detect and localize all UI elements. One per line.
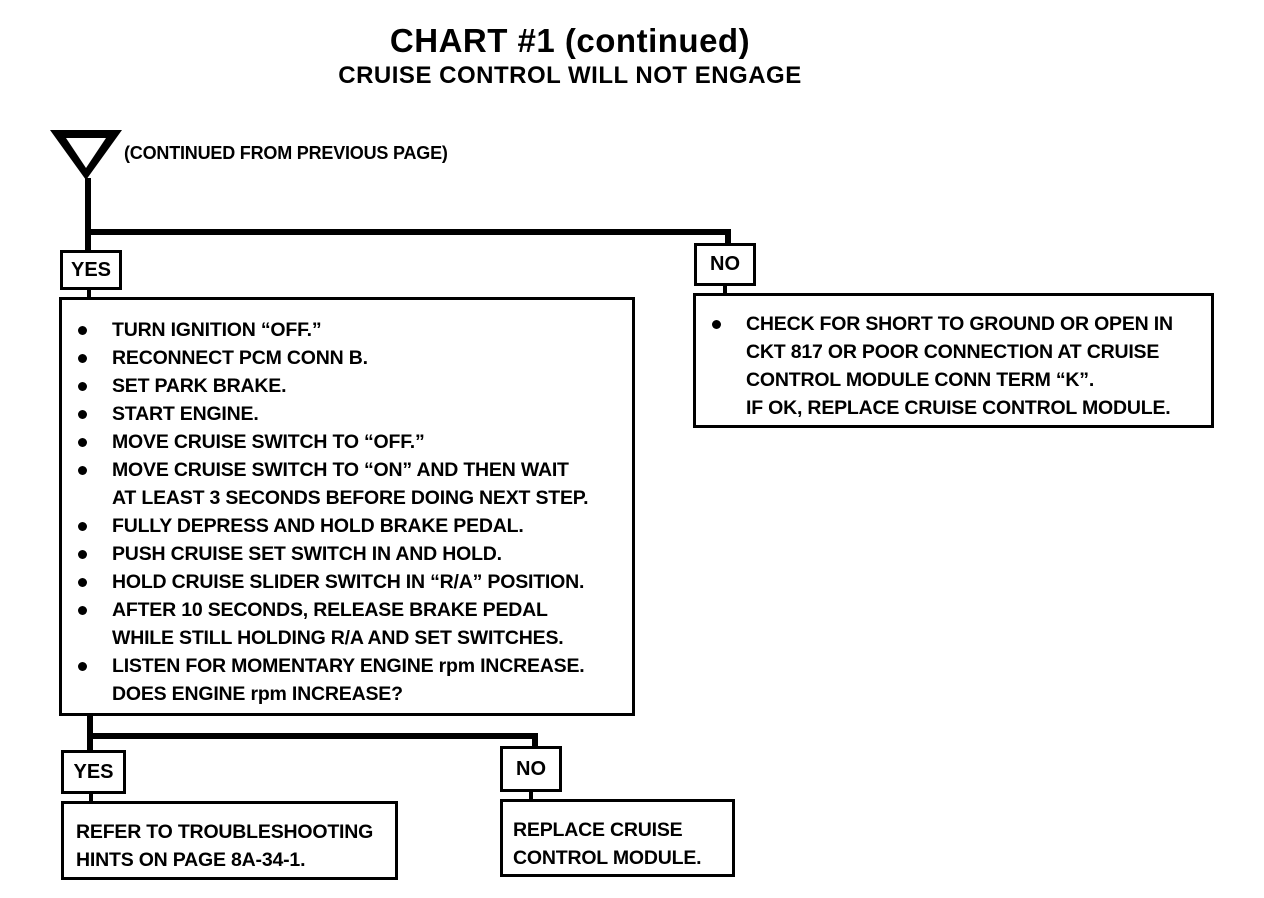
step-line: DOES ENGINE rpm INCREASE?	[112, 683, 403, 705]
no-result-line: CONTROL MODULE.	[513, 847, 702, 869]
step-line: WHILE STILL HOLDING R/A AND SET SWITCHES…	[112, 627, 564, 649]
yes-label-2: YES	[61, 750, 126, 794]
list-item: CHECK FOR SHORT TO GROUND OR OPEN IN CKT…	[702, 310, 1205, 422]
step-line: START ENGINE.	[112, 403, 259, 425]
connector-letter: A	[78, 137, 93, 159]
step-item: AFTER 10 SECONDS, RELEASE BRAKE PEDAL WHI…	[68, 596, 626, 652]
step-item: LISTEN FOR MOMENTARY ENGINE rpm INCREASE…	[68, 652, 626, 708]
no-result-line: REPLACE CRUISE	[513, 819, 683, 841]
step-item: HOLD CRUISE SLIDER SWITCH IN “R/A” POSIT…	[68, 568, 626, 596]
step-item: MOVE CRUISE SWITCH TO “OFF.”	[68, 428, 626, 456]
step-line: FULLY DEPRESS AND HOLD BRAKE PEDAL.	[112, 515, 524, 537]
step-line: MOVE CRUISE SWITCH TO “OFF.”	[112, 431, 425, 453]
step-line: MOVE CRUISE SWITCH TO “ON” AND THEN WAIT	[112, 459, 569, 481]
yes-result-box: REFER TO TROUBLESHOOTING HINTS ON PAGE 8…	[61, 801, 398, 880]
no-result-box: REPLACE CRUISE CONTROL MODULE.	[500, 799, 735, 877]
step-line: AFTER 10 SECONDS, RELEASE BRAKE PEDAL	[112, 599, 548, 621]
step-line: HOLD CRUISE SLIDER SWITCH IN “R/A” POSIT…	[112, 571, 585, 593]
no-label-1: NO	[694, 243, 756, 286]
step-item: TURN IGNITION “OFF.”	[68, 316, 626, 344]
yes-result-line: REFER TO TROUBLESHOOTING	[76, 821, 374, 843]
continued-note: (CONTINUED FROM PREVIOUS PAGE)	[124, 143, 448, 163]
step-item: PUSH CRUISE SET SWITCH IN AND HOLD.	[68, 540, 626, 568]
yes-result-line: HINTS ON PAGE 8A-34-1.	[76, 849, 306, 871]
no-action-line: CKT 817 OR POOR CONNECTION AT CRUISE	[746, 341, 1160, 363]
step-line: TURN IGNITION “OFF.”	[112, 319, 322, 341]
yes-label-1: YES	[60, 250, 122, 290]
chart-subtitle: CRUISE CONTROL WILL NOT ENGAGE	[338, 62, 802, 89]
chart-title: CHART #1 (continued)	[389, 22, 751, 59]
no-action-line: CHECK FOR SHORT TO GROUND OR OPEN IN	[746, 313, 1173, 335]
no-action-box: CHECK FOR SHORT TO GROUND OR OPEN IN CKT…	[693, 293, 1214, 428]
no-action-line: CONTROL MODULE CONN TERM “K”.	[746, 369, 1095, 391]
step-item: FULLY DEPRESS AND HOLD BRAKE PEDAL.	[68, 512, 626, 540]
step-line: AT LEAST 3 SECONDS BEFORE DOING NEXT STE…	[112, 487, 589, 509]
no-label-2: NO	[500, 746, 562, 792]
step-line: RECONNECT PCM CONN B.	[112, 347, 368, 369]
step-item: SET PARK BRAKE.	[68, 372, 626, 400]
step-item: START ENGINE.	[68, 400, 626, 428]
yes-steps-box: TURN IGNITION “OFF.” RECONNECT PCM CONN B…	[59, 297, 635, 716]
no-action-list: CHECK FOR SHORT TO GROUND OR OPEN IN CKT…	[702, 310, 1205, 422]
step-item: RECONNECT PCM CONN B.	[68, 344, 626, 372]
step-line: LISTEN FOR MOMENTARY ENGINE rpm INCREASE…	[112, 655, 585, 677]
step-line: PUSH CRUISE SET SWITCH IN AND HOLD.	[112, 543, 502, 565]
yes-steps-list: TURN IGNITION “OFF.” RECONNECT PCM CONN B…	[68, 316, 626, 708]
step-item: MOVE CRUISE SWITCH TO “ON” AND THEN WAIT…	[68, 456, 626, 512]
no-action-line: IF OK, REPLACE CRUISE CONTROL MODULE.	[746, 397, 1171, 419]
step-line: SET PARK BRAKE.	[112, 375, 287, 397]
